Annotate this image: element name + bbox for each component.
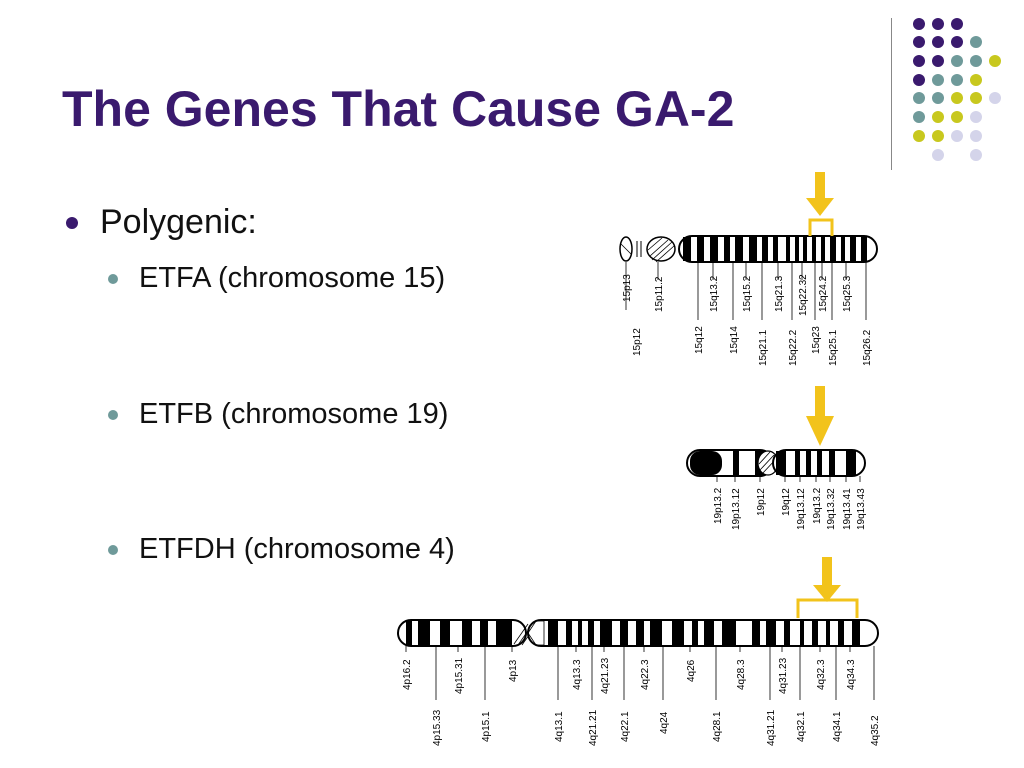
band-label: 15q24.2 [818, 275, 829, 312]
band-label: 4p13 [508, 659, 519, 682]
band-label: 4p15.1 [481, 711, 492, 742]
band-label: 19q13.2 [812, 487, 823, 524]
band-label: 15q22.2 [788, 329, 799, 366]
decorative-dot-grid [913, 18, 1001, 161]
band-label: 15q14 [729, 326, 740, 354]
bullet-text: ETFDH (chromosome 4) [139, 533, 455, 565]
band-label: 15q13.2 [709, 275, 720, 312]
band-label: 15q25.1 [828, 329, 839, 366]
band-label: 15q21.3 [774, 275, 785, 312]
band-label: 15q15.2 [742, 275, 753, 312]
band-label: 4q22.1 [620, 711, 631, 742]
band-label: 4q21.21 [588, 709, 599, 746]
bullet-text: Polygenic: [100, 203, 257, 241]
band-label: 19p13.2 [713, 487, 724, 524]
band-label: 15q12 [694, 326, 705, 354]
bullet-etfa: ETFA (chromosome 15) [108, 262, 445, 295]
band-label: 4q13.3 [572, 659, 583, 690]
band-label: 4q21.23 [600, 657, 611, 694]
decorative-divider [891, 18, 892, 170]
band-label: 15q23 [811, 326, 822, 354]
bullet-dot-icon [108, 273, 118, 284]
bullet-text: ETFB (chromosome 19) [139, 398, 449, 430]
band-label: 4q31.23 [778, 657, 789, 694]
bullet-dot-icon [108, 409, 118, 420]
band-label: 15p12 [632, 328, 643, 356]
bullet-etfdh: ETFDH (chromosome 4) [108, 533, 455, 566]
band-label: 4q13.1 [554, 711, 565, 742]
band-label: 19p13.12 [731, 488, 742, 530]
band-label: 15q26.2 [862, 329, 873, 366]
band-label: 19q13.41 [842, 488, 853, 530]
band-label: 4p16.2 [402, 659, 413, 690]
band-label: 4q31.21 [766, 709, 777, 746]
band-label: 4p15.31 [454, 657, 465, 694]
band-label: 4q34.1 [832, 711, 843, 742]
bullet-dot-icon [108, 544, 118, 555]
band-label: 4q35.2 [870, 715, 881, 746]
bullet-text: ETFA (chromosome 15) [139, 262, 446, 294]
slide-title: The Genes That Cause GA-2 [62, 81, 735, 137]
band-label: 15p11.2 [654, 276, 665, 312]
band-label: 19q12 [781, 488, 792, 516]
bullet-etfb: ETFB (chromosome 19) [108, 398, 448, 431]
band-label: 15q22.32 [798, 274, 809, 316]
band-label: 4p15.33 [432, 709, 443, 746]
band-label: 19p12 [756, 488, 767, 516]
band-label: 19q13.32 [826, 488, 837, 530]
band-label: 4q24 [659, 711, 670, 734]
band-label: 4q32.1 [796, 711, 807, 742]
band-label: 4q32.3 [816, 659, 827, 690]
band-label: 15p13 [622, 274, 633, 302]
bullet-dot-icon [66, 216, 78, 229]
band-label: 19q13.12 [796, 488, 807, 530]
band-label: 15q21.1 [758, 329, 769, 366]
band-label: 19q13.43 [856, 488, 867, 530]
bullet-polygenic: Polygenic: [66, 203, 257, 242]
band-label: 4q28.1 [712, 711, 723, 742]
band-label: 4q22.3 [640, 659, 651, 690]
band-label: 4q26 [686, 659, 697, 682]
band-label: 4q34.3 [846, 659, 857, 690]
band-label: 15q25.3 [842, 275, 853, 312]
band-label: 4q28.3 [736, 659, 747, 690]
